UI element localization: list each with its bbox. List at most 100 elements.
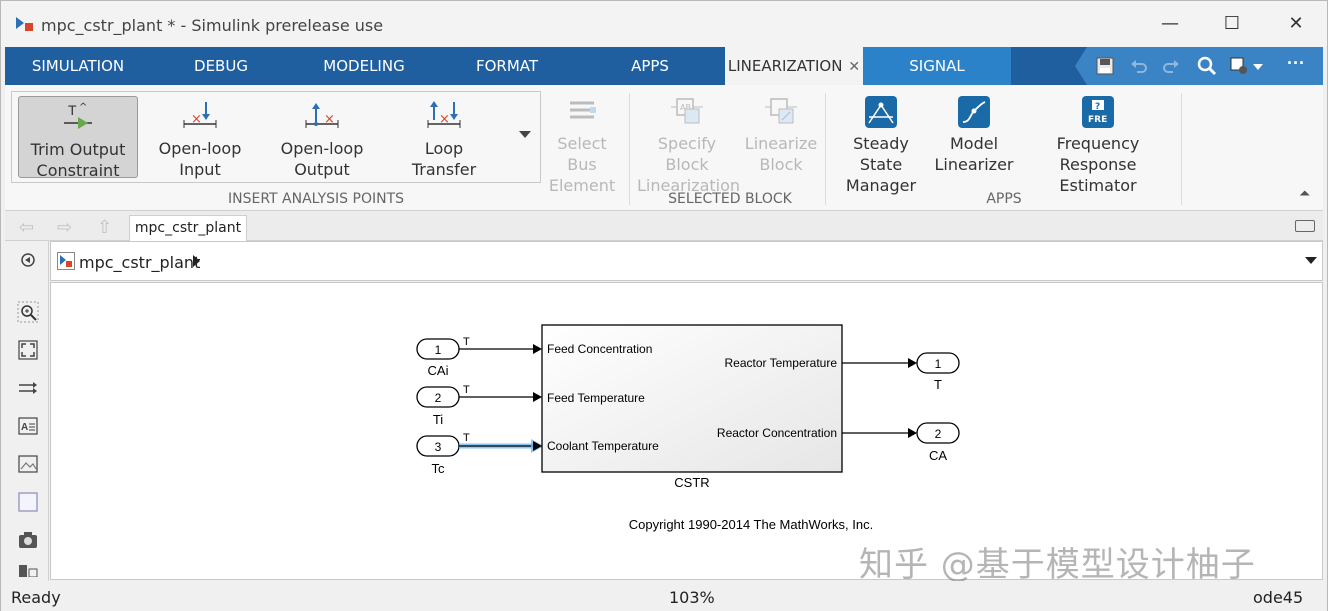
loop-transfer-icon: × xyxy=(427,101,461,128)
open-loop-output-button[interactable]: × Open-loop Output xyxy=(262,96,382,179)
address-dropdown-icon[interactable] xyxy=(1305,257,1317,264)
port-name: Tc xyxy=(432,461,446,476)
outport-t[interactable]: 1 T xyxy=(916,352,960,392)
group-label-selected-block: SELECTED BLOCK xyxy=(668,191,792,207)
select-bus-icon xyxy=(570,101,596,119)
more-icon[interactable]: ··· xyxy=(1287,53,1305,73)
window-title: mpc_cstr_plant * - Simulink prerelease u… xyxy=(41,16,384,35)
group-label-apps: APPS xyxy=(986,191,1022,207)
svg-text:AB: AB xyxy=(680,103,691,112)
maximize-button[interactable]: ☐ xyxy=(1223,13,1241,34)
area-icon[interactable] xyxy=(17,491,39,513)
annotation-icon[interactable]: A xyxy=(17,415,39,437)
tab-apps[interactable]: APPS xyxy=(577,47,723,85)
zoom-icon[interactable] xyxy=(17,301,39,323)
tab-modeling[interactable]: MODELING xyxy=(291,47,437,85)
frequency-response-estimator-icon: ?FRE xyxy=(1082,96,1114,128)
model-tab[interactable]: mpc_cstr_plant xyxy=(129,215,247,241)
gallery-expand-icon[interactable] xyxy=(519,131,531,138)
keyboard-icon[interactable] xyxy=(1295,220,1315,232)
block-input-label: Feed Concentration xyxy=(547,342,652,356)
tab-signal[interactable]: SIGNAL xyxy=(863,47,1011,85)
close-tab-icon[interactable]: ✕ xyxy=(848,59,861,75)
path-expand-icon[interactable] xyxy=(193,255,200,267)
undo-icon[interactable] xyxy=(1129,56,1149,76)
specify-block-linearization-button[interactable]: AB Specify Block Linearization xyxy=(637,93,740,195)
analysis-points-gallery: T^ Trim Output Constraint × Open-loop In… xyxy=(11,91,541,183)
svg-text:×: × xyxy=(439,112,450,127)
close-button[interactable]: ✕ xyxy=(1288,13,1304,34)
frequency-response-estimator-button[interactable]: ?FRE Frequency Response Estimator xyxy=(1019,93,1177,195)
block-input-label: Coolant Temperature xyxy=(547,439,659,453)
select-bus-element-button[interactable]: Select Bus Element xyxy=(541,93,623,195)
minimize-button[interactable]: — xyxy=(1161,13,1179,34)
cstr-block[interactable]: Feed Concentration Feed Temperature Cool… xyxy=(541,324,843,473)
port-name: T xyxy=(934,377,942,392)
svg-text:T: T xyxy=(68,102,77,118)
screenshot-icon[interactable] xyxy=(17,529,39,551)
open-loop-input-button[interactable]: × Open-loop Input xyxy=(140,96,260,179)
tab-label: APPS xyxy=(631,57,669,75)
steady-state-manager-button[interactable]: Steady State Manager xyxy=(831,93,931,195)
outport-ca[interactable]: 2 CA xyxy=(916,422,960,463)
button-label: Output xyxy=(294,160,350,179)
signal-routing-icon[interactable] xyxy=(17,377,39,399)
property-inspector-icon[interactable] xyxy=(17,563,39,577)
button-label: Open-loop xyxy=(280,139,364,158)
inport-cai[interactable]: 1 CAi xyxy=(416,338,460,378)
button-label: Select Bus xyxy=(557,134,607,174)
ribbon-separator xyxy=(825,93,826,205)
button-label: Model xyxy=(949,134,999,153)
status-bar: Ready 103% ode45 xyxy=(1,581,1327,611)
dropdown-arrow-icon[interactable] xyxy=(1253,64,1263,70)
signal-arrow xyxy=(533,441,542,451)
up-icon[interactable]: ⇧ xyxy=(97,217,113,237)
model-linearizer-button[interactable]: Model Linearizer xyxy=(933,93,1015,185)
model-path[interactable]: mpc_cstr_plant xyxy=(79,253,201,272)
signal-arrow xyxy=(908,358,917,368)
button-label: Block xyxy=(759,155,803,174)
canvas-palette: A xyxy=(5,241,49,581)
port-name: CAi xyxy=(428,363,449,378)
redo-icon[interactable] xyxy=(1161,56,1181,76)
toolstrip-ribbon: T^ Trim Output Constraint × Open-loop In… xyxy=(5,85,1323,211)
model-linearizer-icon xyxy=(958,96,990,128)
fit-to-view-icon[interactable] xyxy=(17,339,39,361)
collapse-ribbon-icon[interactable]: ⏶ xyxy=(1299,185,1311,201)
zoom-level[interactable]: 103% xyxy=(669,588,715,607)
trim-output-constraint-button[interactable]: T^ Trim Output Constraint xyxy=(18,96,138,180)
button-label: Transfer xyxy=(411,160,477,179)
model-canvas[interactable]: 1 CAi T 2 Ti T 3 Tc xyxy=(50,282,1323,580)
quick-access-toolbar: ··· xyxy=(1075,47,1323,85)
tab-label: DEBUG xyxy=(194,57,248,75)
search-icon[interactable] xyxy=(1197,56,1217,76)
signal-arrow xyxy=(908,428,917,438)
inport-tc[interactable]: 3 Tc xyxy=(416,435,460,476)
tab-format[interactable]: FORMAT xyxy=(437,47,577,85)
signal-label: T xyxy=(463,432,470,444)
trim-output-icon: T^ xyxy=(64,102,92,129)
tab-debug[interactable]: DEBUG xyxy=(151,47,291,85)
image-icon[interactable] xyxy=(17,453,39,475)
svg-text:?: ? xyxy=(1095,102,1100,112)
svg-text:A: A xyxy=(21,422,28,433)
solver-name[interactable]: ode45 xyxy=(1253,588,1304,607)
group-label-insert-analysis-points: INSERT ANALYSIS POINTS xyxy=(227,191,405,207)
forward-icon[interactable]: ⇨ xyxy=(57,217,73,237)
save-icon[interactable] xyxy=(1095,56,1115,76)
open-loop-input-icon: × xyxy=(183,102,217,128)
hide-browser-icon[interactable] xyxy=(17,249,39,271)
loop-transfer-button[interactable]: × Loop Transfer xyxy=(384,96,504,179)
tab-label: MODELING xyxy=(323,57,405,75)
back-icon[interactable]: ⇦ xyxy=(19,217,35,237)
linearize-block-icon xyxy=(765,98,797,124)
tab-linearization[interactable]: LINEARIZATION✕ xyxy=(725,47,863,85)
inport-ti[interactable]: 2 Ti xyxy=(416,386,460,427)
model-settings-icon[interactable] xyxy=(1229,56,1249,76)
ribbon-separator xyxy=(1181,93,1182,205)
tab-simulation[interactable]: SIMULATION xyxy=(5,47,151,85)
button-label: Input xyxy=(179,160,221,179)
button-label: Loop xyxy=(424,139,464,158)
linearize-block-button[interactable]: Linearize Block xyxy=(741,93,821,185)
